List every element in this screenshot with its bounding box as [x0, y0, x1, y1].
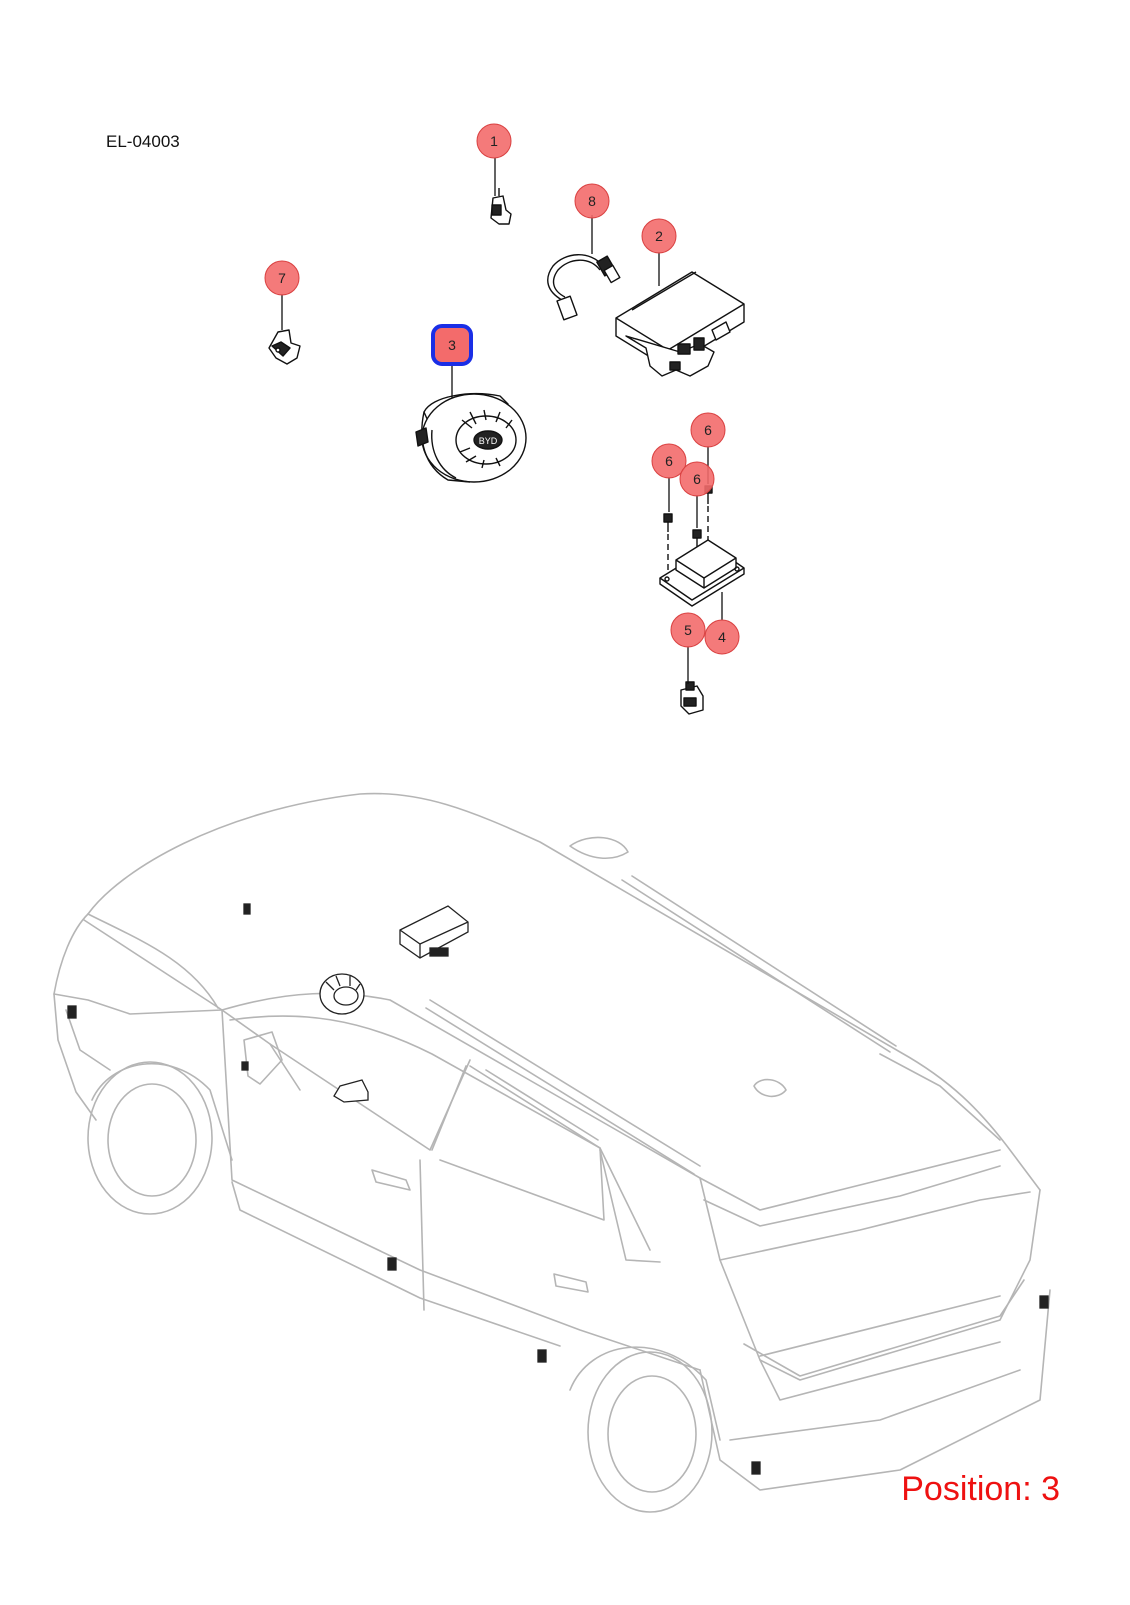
callout-balloon [704, 619, 740, 655]
leader-lines [281, 158, 723, 684]
callout-6c[interactable]: 6 [679, 461, 715, 497]
callout-balloon [670, 612, 706, 648]
callout-number: 5 [684, 622, 692, 638]
callout-number: 6 [665, 453, 673, 469]
part-7-sensor[interactable] [268, 329, 301, 365]
callout-3[interactable]: 3 [431, 324, 473, 366]
part-8-harness[interactable] [547, 254, 621, 321]
installed-siren [319, 973, 365, 1015]
callout-number: 3 [448, 337, 456, 353]
diagram-code: EL-04003 [106, 132, 180, 151]
selected-callout-highlight [431, 324, 473, 366]
callout-balloon [651, 443, 687, 479]
callout-number: 4 [718, 629, 726, 645]
callout-number: 1 [490, 133, 498, 149]
part-1-sensor[interactable] [490, 188, 512, 225]
callout-balloon [476, 123, 512, 159]
callout-number: 6 [704, 422, 712, 438]
callout-balloon [264, 260, 300, 296]
callout-number: 2 [655, 228, 663, 244]
callout-7[interactable]: 7 [264, 260, 300, 296]
part-4-module-bracket[interactable] [659, 539, 745, 607]
callout-2[interactable]: 2 [641, 218, 677, 254]
callout-1[interactable]: 1 [476, 123, 512, 159]
callout-balloon [574, 183, 610, 219]
position-label: Position: 3 [901, 1470, 1060, 1508]
parts-group: BYD [268, 188, 745, 715]
callout-4[interactable]: 4 [704, 619, 740, 655]
svg-text:BYD: BYD [479, 436, 498, 446]
part-5-connector[interactable] [680, 681, 704, 715]
callout-number: 8 [588, 193, 596, 209]
callout-balloon [690, 412, 726, 448]
callout-balloon [641, 218, 677, 254]
part-6-bolts[interactable] [663, 485, 713, 548]
callout-8[interactable]: 8 [574, 183, 610, 219]
callout-6b[interactable]: 6 [690, 412, 726, 448]
callout-number: 7 [278, 270, 286, 286]
part-3-siren[interactable]: BYD [415, 393, 527, 483]
callout-balloon [679, 461, 715, 497]
part-2-control-module[interactable] [615, 271, 745, 377]
callout-number: 6 [693, 471, 701, 487]
callout-5[interactable]: 5 [670, 612, 706, 648]
installed-parts [67, 903, 1049, 1475]
callouts: 1 8 2 7 3 6 6 6 5 4 [264, 123, 740, 655]
callout-6a[interactable]: 6 [651, 443, 687, 479]
installed-module [399, 905, 469, 959]
vehicle-outline [53, 792, 1051, 1513]
installed-connector [333, 1079, 369, 1103]
